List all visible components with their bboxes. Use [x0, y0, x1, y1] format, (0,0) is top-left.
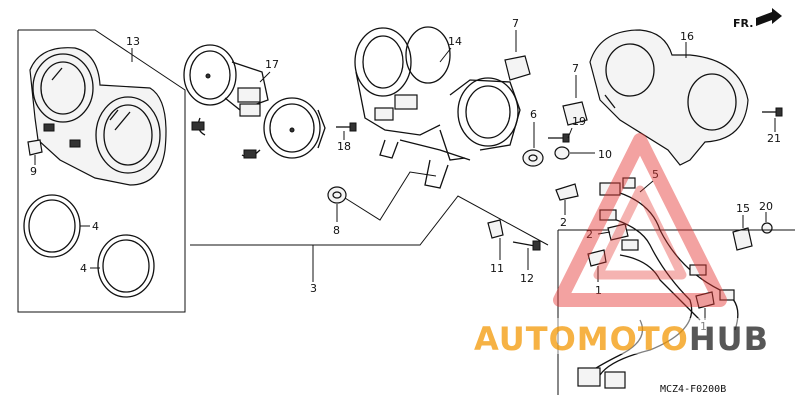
callout-labels: 13 17 14 7 7 16 21 6 19 10 18 8 3 11 12 …: [30, 17, 781, 333]
screw-20: [761, 222, 773, 234]
callout-15: 15: [736, 202, 750, 215]
watermark-logo: AUTOMOTOHUB: [470, 133, 800, 358]
callout-20: 20: [759, 200, 773, 213]
screw-18: [336, 122, 357, 132]
ring-upper: [23, 194, 81, 258]
callout-10: 10: [598, 148, 612, 161]
direction-label: FR.: [733, 17, 753, 30]
front-arrow-icon: [756, 8, 782, 26]
callout-3: 3: [310, 282, 317, 295]
callout-2a: 2: [560, 216, 567, 229]
bracket-15: [732, 227, 753, 251]
bolt-12: [512, 240, 541, 251]
callout-7b: 7: [572, 62, 579, 75]
callout-5: 5: [652, 168, 659, 181]
clamp-2b: [607, 223, 629, 241]
callout-2b: 2: [586, 228, 593, 241]
callout-6: 6: [530, 108, 537, 121]
grommet: [522, 149, 544, 167]
callout-1b: 1: [700, 320, 707, 333]
front-direction-indicator: FR.: [733, 8, 782, 30]
callout-18: 18: [337, 140, 351, 153]
watermark-text-hub: HUB: [689, 320, 769, 358]
left-assembly-box: [17, 29, 186, 313]
clip-part: [27, 139, 43, 156]
callout-4b: 4: [80, 262, 87, 275]
callout-17: 17: [265, 58, 279, 71]
svg-text:AUTOMOTOHUB: AUTOMOTOHUB: [474, 320, 769, 358]
wire-harness: [557, 177, 795, 395]
screw-21: [762, 107, 783, 117]
clamp-1a: [587, 249, 607, 267]
meter-assembly: [183, 44, 326, 159]
callout-1a: 1: [595, 284, 602, 297]
clamp-1b: [695, 291, 715, 309]
collar: [554, 146, 570, 160]
callout-11: 11: [490, 262, 504, 275]
callout-13: 13: [126, 35, 140, 48]
clamp-2a: [555, 183, 579, 201]
callout-12: 12: [520, 272, 534, 285]
ring-lower: [97, 234, 155, 298]
callout-9: 9: [30, 165, 37, 178]
nut-11: [487, 219, 504, 239]
callout-19: 19: [572, 115, 586, 128]
rubber-cushion-upper: [504, 55, 531, 81]
callout-4a: 4: [92, 220, 99, 233]
callout-21: 21: [767, 132, 781, 145]
callout-14: 14: [448, 35, 462, 48]
figure-code: MCZ4-F0200B: [660, 384, 726, 395]
callout-7a: 7: [512, 17, 519, 30]
callout-16: 16: [680, 30, 694, 43]
watermark-triangle-icon: [553, 133, 727, 307]
grommet-8: [327, 186, 347, 204]
screw-19: [548, 133, 570, 143]
watermark-text-automoto: AUTOMOTO: [474, 320, 689, 358]
meter-case: [29, 47, 167, 186]
rubber-cushion-lower: [562, 101, 588, 126]
callout-8: 8: [333, 224, 340, 237]
leader-lines: [34, 30, 776, 320]
upper-case-assembly: [354, 26, 521, 189]
meter-cover: [589, 29, 749, 166]
